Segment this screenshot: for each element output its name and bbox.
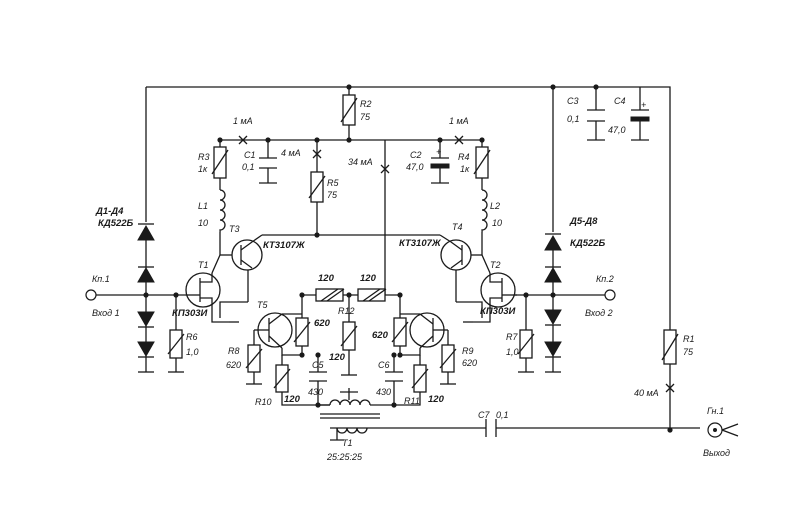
label-r2: R2 [360,99,372,109]
label-out: Выход [703,448,730,458]
label-c5: C5 [312,360,324,370]
label-l1-value: 10 [198,218,208,228]
label-t4-type: КТ3107Ж [399,238,442,249]
label-r1-value: 75 [683,347,694,357]
measurement-points [238,135,675,393]
label-t3-type: КТ3107Ж [263,240,306,251]
label-t2-type: КП303И [480,306,516,317]
label-mid-120-a: 120 [318,273,335,284]
label-c7-value: 0,1 [496,410,509,420]
label-1ma-right: 1 мА [449,116,469,126]
label-c4: C4 [614,96,626,106]
label-c4-value: 47,0 [608,125,626,135]
label-r11: R11 [404,396,420,406]
label-r12: R12 [338,306,355,316]
label-gn1: Гн.1 [707,406,724,416]
label-l2: L2 [490,201,500,211]
label-t5: T5 [257,300,268,310]
label-in1: Вход 1 [92,308,120,318]
label-c2-value: 47,0 [406,162,424,172]
label-c7: C7 [478,410,490,420]
label-620-left: 620 [314,318,331,329]
label-r11-value: 120 [428,394,445,405]
label-1ma-left: 1 мА [233,116,253,126]
label-c3-value: 0,1 [567,114,580,124]
label-r12-value: 120 [329,352,346,363]
label-r9: R9 [462,346,474,356]
label-c3: C3 [567,96,579,106]
label-40ma: 40 мА [634,388,659,398]
label-r10-value: 120 [284,394,301,405]
label-c2: C2 [410,150,422,160]
label-r5: R5 [327,178,339,188]
wires [96,86,700,441]
label-34ma: 34 мА [348,157,373,167]
label-t2: T2 [490,260,501,270]
transistor-t1 [185,254,229,323]
label-d58-type: КД522Б [570,238,606,249]
label-kp2: Кп.2 [596,274,614,284]
label-r2-value: 75 [360,112,371,122]
label-transformer: T1 [342,438,353,448]
label-l2-value: 10 [492,218,502,228]
label-r7: R7 [506,332,518,342]
label-c5-value: 430 [308,387,323,397]
label-r5-value: 75 [327,190,338,200]
labels: Д1-Д4 КД522Б Д5-Д8 КД522Б Кп.1 Вход 1 Кп… [92,96,730,462]
label-r7-value: 1,0 [506,347,519,357]
inductor-l2 [481,189,488,233]
label-transformer-ratio: 25:25:25 [326,452,363,462]
label-c1: C1 [244,150,256,160]
label-4ma: 4 мА [281,148,301,158]
label-kp1: Кп.1 [92,274,110,284]
connector-kp2 [604,289,616,301]
label-r6-value: 1,0 [186,347,199,357]
label-d14: Д1-Д4 [95,206,124,217]
diodes [137,223,562,358]
label-t1: T1 [198,260,209,270]
label-r10: R10 [255,397,272,407]
transistor-t5-right [400,312,448,349]
inductor-l1 [219,189,226,233]
connector-kp1 [85,289,97,301]
label-t4: T4 [452,222,463,232]
label-r3-value: 1к [198,164,208,174]
label-r4-value: 1к [460,164,470,174]
label-d14-type: КД522Б [98,218,134,229]
label-c6-value: 430 [376,387,391,397]
label-r8-value: 620 [226,360,241,370]
transistors [185,234,517,349]
label-620-right: 620 [372,330,389,341]
resistors [167,94,679,393]
transformer-t1 [318,391,380,434]
junction-dots [143,84,673,433]
inductors [219,189,488,233]
label-t1-type: КП303И [172,308,208,319]
label-mid-120-b: 120 [360,273,377,284]
label-c6: C6 [378,360,390,370]
transistor-t5-left [254,312,302,349]
connectors [85,289,739,438]
transistor-t4 [439,234,472,271]
capacitors: + + [259,100,650,437]
label-in2: Вход 2 [585,308,613,318]
label-r6: R6 [186,332,198,342]
svg-text:+: + [641,100,646,110]
label-t3: T3 [229,224,240,234]
svg-text:+: + [436,147,441,157]
ground-stubs [138,139,649,385]
label-r1: R1 [683,334,695,344]
label-d58: Д5-Д8 [569,216,598,227]
label-r3: R3 [198,152,210,162]
label-c1-value: 0,1 [242,162,255,172]
label-r4: R4 [458,152,470,162]
label-r9-value: 620 [462,358,477,368]
label-r8: R8 [228,346,240,356]
transistor-t2 [473,254,517,323]
transistor-t3 [231,234,263,271]
label-l1: L1 [198,201,208,211]
